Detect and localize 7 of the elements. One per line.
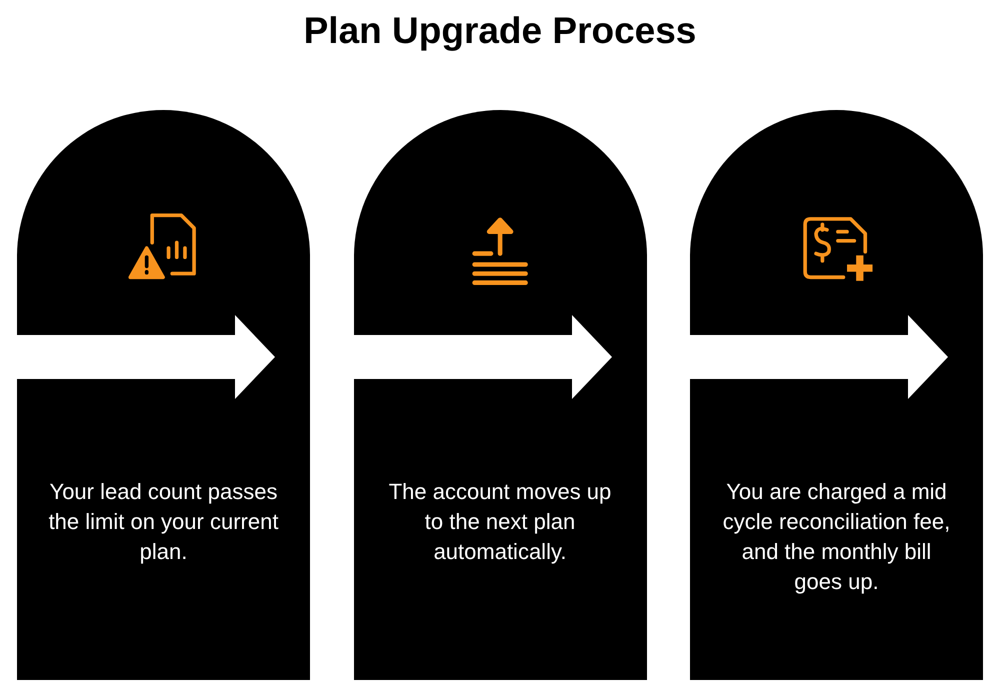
arch-card (690, 110, 983, 680)
arch-card (17, 110, 310, 680)
arch-card (354, 110, 646, 680)
title: Plan Upgrade Process (302, 10, 698, 52)
step-description: You are charged a mid cycle reconciliation fee, and the monthly bill goes up. (722, 478, 952, 596)
step-description: Your lead count passes the limit on your current plan. (48, 478, 280, 566)
step-description: The account moves up to the next plan automatically. (388, 478, 612, 566)
